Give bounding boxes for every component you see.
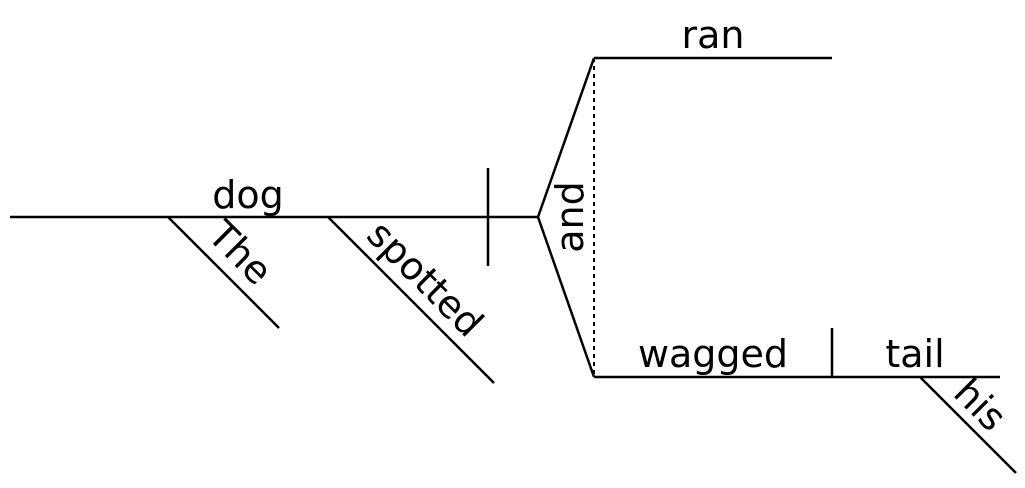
- word-ran: ran: [682, 13, 745, 57]
- word-the: The: [199, 212, 281, 294]
- word-and: and: [548, 181, 592, 253]
- word-wagged: wagged: [638, 332, 788, 376]
- the-modifier-line: [167, 216, 280, 329]
- word-spotted: spotted: [359, 212, 492, 345]
- his-modifier-line: [919, 376, 1017, 474]
- word-dog: dog: [212, 173, 284, 217]
- fork-lower-line: [536, 216, 596, 378]
- word-his: his: [945, 370, 1015, 440]
- fork-upper-line: [536, 57, 596, 218]
- word-tail: tail: [885, 332, 944, 376]
- spotted-modifier-line: [327, 216, 495, 384]
